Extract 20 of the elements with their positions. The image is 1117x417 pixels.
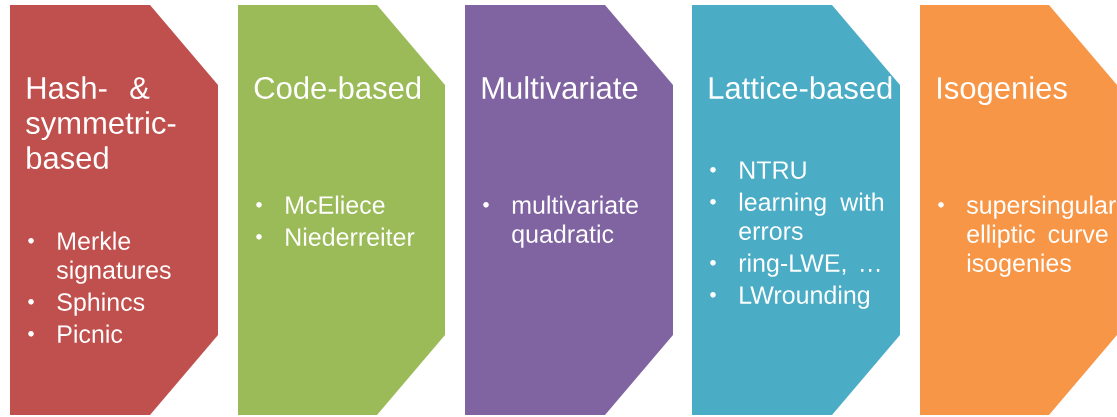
heading: Multivariate — [482, 76, 638, 99]
heading: Hash- & symmetric-based — [26, 76, 176, 169]
heading: Isogenies — [938, 76, 1067, 106]
chevron-band — [692, 5, 900, 415]
list-item: Picnic — [58, 324, 123, 343]
list-item: Merkle signatures — [56, 231, 171, 284]
list-item: NTRU — [740, 161, 806, 179]
list-item: supersingular elliptic curve isogenies — [966, 195, 1116, 277]
heading: Lattice-based — [709, 76, 892, 99]
list-item: Sphincs — [57, 292, 145, 316]
list-item: ring-LWE, … — [739, 253, 880, 277]
chevron-band — [238, 5, 445, 415]
list-item: LWrounding — [740, 285, 870, 309]
list-item: Niederreiter — [286, 227, 415, 246]
list-item: multivariate quadratic — [512, 195, 638, 248]
chevron-band — [920, 5, 1117, 415]
chevron-band — [10, 5, 218, 415]
list-item: McEliece — [286, 195, 385, 214]
heading: Code-based — [254, 76, 421, 99]
chevron-band — [465, 5, 673, 415]
